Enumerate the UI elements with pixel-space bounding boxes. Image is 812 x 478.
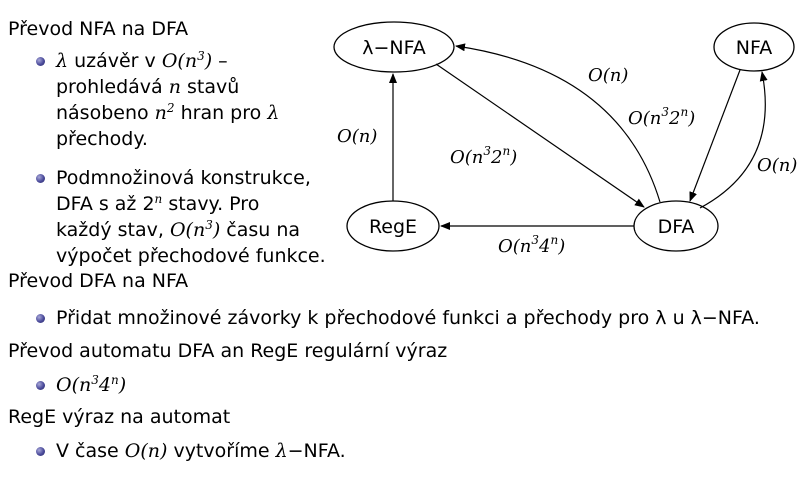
bullet-lambda-closure: λ uzávěr v O(n3) – prohledává n stavů ná… [56, 48, 279, 152]
edge-label-rege-to-lambda-nfa: O(n) [337, 126, 377, 147]
heading-nfa-to-dfa: Převod NFA na DFA [8, 18, 189, 40]
bullet-text: uzávěr v [68, 50, 162, 72]
node-rege: RegE [346, 200, 440, 252]
bullet-text: Podmnožinová konstrukce, [56, 167, 311, 189]
edge-dfa-to-lambda-nfa [455, 43, 661, 203]
bullet-dot [36, 381, 45, 390]
bullet-dot [36, 447, 45, 456]
node-lambda-nfa: λ−NFA [333, 21, 455, 73]
heading-dfa-to-rege: Převod automatu DFA an RegE regulární vý… [8, 340, 448, 362]
svg-text:RegE: RegE [369, 216, 417, 238]
edge-label-dfa-to-lambda-nfa: O(n) [588, 65, 628, 86]
bullet-text: DFA s až 2n stavy. Pro [56, 192, 260, 215]
svg-text:λ−NFA: λ−NFA [362, 37, 426, 59]
heading-rege-to-automaton: RegE výraz na automat [8, 406, 231, 428]
bullet-construct-lambda-nfa: V čase O(n) vytvoříme λ−NFA. [56, 440, 346, 462]
var-n: n [168, 76, 181, 98]
var-n: n2 [154, 101, 175, 124]
edge-nfa-to-dfa [689, 69, 741, 202]
bullet-add-set-braces: Přidat množinové závorky k přechodové fu… [56, 307, 760, 329]
lambda-symbol: λ [56, 50, 69, 72]
edge-label-dfa-to-nfa: O(n) [757, 155, 797, 176]
bullet-text: prohledává [56, 76, 169, 98]
edge-label-nfa-to-dfa: O(n32n) [628, 105, 695, 129]
bullet-dot [36, 57, 45, 66]
bullet-dot [36, 314, 45, 323]
bullet-text: výpočet přechodové funkce. [56, 245, 326, 267]
bullet-text: – [212, 50, 228, 72]
edge-dfa-to-nfa [699, 71, 768, 209]
svg-text:DFA: DFA [658, 216, 695, 238]
bullet-text: hran pro λ [174, 102, 280, 124]
svg-text:NFA: NFA [736, 37, 772, 59]
edge-label-lambda-nfa-to-dfa: O(n32n) [450, 144, 517, 168]
bullet-text: přechody. [56, 128, 148, 150]
bullet-text: každý stav, O(n3) času na [56, 218, 301, 241]
edge-lambda-nfa-to-dfa [435, 63, 645, 208]
node-dfa: DFA [633, 200, 719, 252]
heading-dfa-to-nfa: Převod DFA na NFA [8, 270, 189, 292]
bullet-dot [36, 174, 45, 183]
bullet-complexity: O(n34n) [56, 373, 127, 396]
node-nfa: NFA [713, 22, 795, 72]
bullet-text: násobeno [56, 102, 155, 124]
bullet-text: stavů [180, 76, 240, 98]
complexity: O(n3) [161, 49, 213, 72]
edge-label-dfa-to-rege: O(n34n) [498, 233, 565, 257]
bullet-subset-construction: Podmnožinová konstrukce, DFA s až 2n sta… [56, 165, 326, 269]
